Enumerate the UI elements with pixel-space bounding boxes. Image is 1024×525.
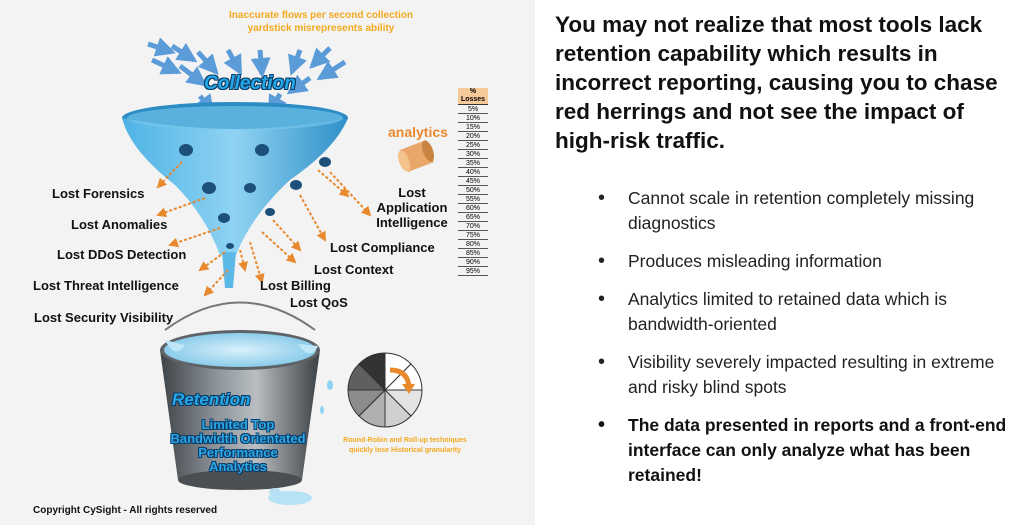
bullet-list: • Cannot scale in retention completely mi… [598,186,1008,501]
lost-context-label: Lost Context [314,262,394,277]
analytics-cylinder-icon [397,140,435,172]
loss-row: 50% [458,185,488,195]
bullet-item: • Visibility severely impacted resulting … [598,350,1008,400]
loss-row: 90% [458,257,488,267]
retention-bucket [160,330,320,490]
analytics-label: analytics [388,124,448,140]
loss-row: 80% [458,239,488,249]
bullet-dot-icon: • [598,414,606,436]
loss-row: 75% [458,230,488,240]
headline: You may not realize that most tools lack… [555,12,998,153]
text-panel [535,0,1024,525]
bullet-dot-icon: • [598,288,606,310]
loss-row: 70% [458,221,488,231]
loss-row: 30% [458,149,488,159]
subtitle-line: Performance [198,445,278,460]
loss-row: 20% [458,131,488,141]
water-drops [268,380,333,505]
loss-row: 40% [458,167,488,177]
lost-anomalies-label: Lost Anomalies [71,217,168,232]
round-robin-pie [347,352,423,428]
subtitle-line: Bandwidth Orientated [170,431,306,446]
retention-label: Retention [172,390,251,409]
loss-row: 65% [458,212,488,222]
loss-row: 5% [458,104,488,114]
lost-threat-label: Lost Threat Intelligence [33,278,179,293]
losses-header: %Losses [458,88,488,105]
bullet-item-emphasis: • The data presented in reports and a fro… [598,413,1008,488]
pie-caption: Round-Robin and Roll-up techniques quick… [330,436,480,456]
bullet-item: • Produces misleading information [598,249,1008,274]
lost-compliance-label: Lost Compliance [330,240,435,255]
subtitle-line: Analytics [209,459,267,474]
pie-caption-line: quickly lose Historical granularity [348,447,462,454]
loss-row: 85% [458,248,488,258]
loss-row: 55% [458,194,488,204]
top-caption-line: yardstick misrepresents ability [247,23,395,34]
top-caption: Inaccurate flows per second collection y… [222,9,420,35]
loss-row: 10% [458,113,488,123]
bullet-item: • Analytics limited to retained data whic… [598,287,1008,337]
loss-row: 15% [458,122,488,132]
lost-security-label: Lost Security Visibility [34,310,174,325]
top-caption-line: Inaccurate flows per second collection [229,10,413,21]
bullet-text: The data presented in reports and a fron… [628,415,1007,485]
subtitle-line: Limited Top [201,417,275,432]
bullet-text: Visibility severely impacted resulting i… [628,352,995,397]
lost-qos-label: Lost QoS [290,295,348,310]
loss-arrows [156,161,372,297]
bullet-item: • Cannot scale in retention completely mi… [598,186,1008,236]
collection-label: Collection [204,73,296,94]
loss-row: 25% [458,140,488,150]
loss-row: 35% [458,158,488,168]
bullet-dot-icon: • [598,250,606,272]
bullet-text: Cannot scale in retention completely mis… [628,188,975,233]
pie-caption-line: Round-Robin and Roll-up techniques [343,437,467,444]
bullet-text: Produces misleading information [628,251,882,271]
loss-row: 60% [458,203,488,213]
lost-billing-label: Lost Billing [260,278,331,293]
label-line: Intelligence [376,215,448,230]
label-line: Lost [398,185,426,200]
loss-row: 45% [458,176,488,186]
header-line: % [469,88,477,95]
bullet-dot-icon: • [598,187,606,209]
bucket-handle [164,301,316,331]
funnel [122,102,348,288]
lost-application-label: Lost Application Intelligence [376,185,448,230]
label-line: Application [376,200,448,215]
losses-table: %Losses 5% 10% 15% 20% 25% 30% 35% 40% 4… [458,88,488,276]
bullet-dot-icon: • [598,351,606,373]
header-line: Losses [460,96,486,103]
retention-subtitle: Limited Top Bandwidth Orientated Perform… [163,418,313,474]
funnel-bucket-illustration [122,37,435,505]
lost-forensics-label: Lost Forensics [52,186,145,201]
loss-row: 95% [458,266,488,276]
copyright-notice: Copyright CySight - All rights reserved [33,505,218,516]
lost-ddos-label: Lost DDoS Detection [57,247,187,262]
bullet-text: Analytics limited to retained data which… [628,289,948,334]
